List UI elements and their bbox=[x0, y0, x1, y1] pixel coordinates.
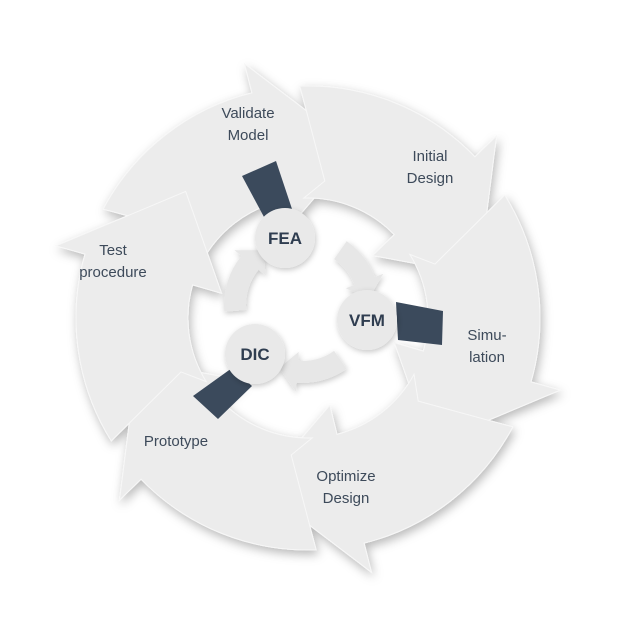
cycle-label-test-procedure: Test procedure bbox=[79, 242, 147, 281]
cycle-label-prototype: Prototype bbox=[144, 433, 208, 450]
cycle-arrow-test-procedure bbox=[54, 190, 223, 442]
cycle-label-line: Optimize bbox=[316, 468, 375, 485]
hubs: FEA VFM DIC bbox=[225, 208, 397, 384]
cycle-label-line: Validate bbox=[221, 105, 274, 122]
hub-label-fea: FEA bbox=[268, 229, 302, 248]
inner-arrows bbox=[224, 241, 384, 392]
connectors bbox=[193, 161, 443, 419]
connector-vfm bbox=[396, 302, 443, 345]
cycle-label-line: Test bbox=[99, 242, 127, 259]
cycle-label-line: Design bbox=[323, 490, 370, 507]
cycle-label-simulation: Simu-lation bbox=[467, 327, 506, 366]
cycle-label-line: Initial bbox=[412, 148, 447, 165]
hub-label-dic: DIC bbox=[240, 345, 269, 364]
cycle-label-line: Design bbox=[407, 170, 454, 187]
inner-arrow-fea-vfm bbox=[334, 241, 384, 300]
hub-vfm bbox=[337, 290, 397, 350]
cycle-arrow-optimize-design bbox=[258, 372, 514, 574]
hub-dic bbox=[225, 324, 285, 384]
cycle-label-line: Prototype bbox=[144, 433, 208, 450]
cycle-label-line: lation bbox=[469, 349, 505, 366]
cycle-label-line: procedure bbox=[79, 264, 147, 281]
cycle-arrow-initial-design bbox=[299, 85, 498, 276]
cycle-label-line: Simu- bbox=[467, 327, 506, 344]
cycle-arrow-simulation bbox=[393, 194, 562, 446]
hub-fea bbox=[255, 208, 315, 268]
cycle-arrow-prototype bbox=[118, 360, 317, 551]
connector-fea bbox=[242, 161, 292, 217]
outer-arrows bbox=[54, 62, 562, 574]
hub-label-vfm: VFM bbox=[349, 311, 385, 330]
inner-arrow-vfm-dic bbox=[279, 350, 347, 392]
connector-dic bbox=[193, 368, 252, 419]
cycle-label-line: Model bbox=[228, 127, 269, 144]
inner-arrow-dic-fea bbox=[224, 250, 266, 312]
